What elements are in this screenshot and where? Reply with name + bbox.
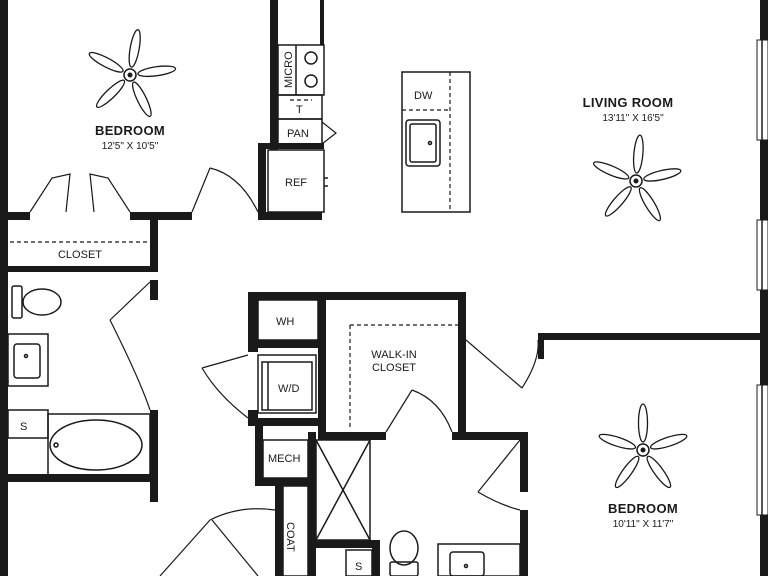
wd-label: W/D <box>278 383 299 395</box>
dw-label: DW <box>414 90 433 102</box>
bathtub <box>47 413 151 477</box>
water-heater <box>257 299 319 341</box>
walk-in-line1: WALK-IN <box>371 349 416 361</box>
pantry <box>277 118 323 146</box>
vanity <box>7 333 49 387</box>
mech-label: MECH <box>268 453 300 465</box>
t-label: T <box>296 104 303 116</box>
living-room: LIVING ROOM 13'11" X 16'5" <box>583 95 682 222</box>
walk-in-line2: CLOSET <box>372 362 416 374</box>
mech <box>262 439 309 479</box>
closet-label: CLOSET <box>58 249 102 261</box>
living-room-dims: 13'11" X 16'5" <box>602 113 664 124</box>
lower-center: COAT S <box>159 439 521 576</box>
toilet-icon <box>11 285 62 319</box>
walk-in-closet: WALK-IN CLOSET <box>349 324 458 433</box>
s-label-left: S <box>20 421 27 433</box>
bathroom-left: S <box>7 281 151 477</box>
shelf <box>7 409 49 439</box>
s-label-bottom: S <box>355 561 362 573</box>
ceiling-fan-icon <box>592 134 682 222</box>
windows <box>756 39 768 516</box>
ceiling-fan-icon <box>88 29 177 118</box>
shower <box>315 439 371 541</box>
bedroom-se-dims: 10'11" X 11'7" <box>613 519 674 530</box>
coat-closet <box>282 485 309 576</box>
kitchen-island <box>401 71 471 213</box>
pan-label: PAN <box>287 128 309 140</box>
sink <box>405 119 441 167</box>
utility: WH W/D MECH <box>201 299 319 479</box>
bedroom-nw-name: BEDROOM <box>95 123 165 138</box>
vanity-bottom <box>437 543 521 576</box>
coat-label: COAT <box>284 522 296 552</box>
bedroom-nw: BEDROOM 12'5" X 10'5" CLOSET <box>10 29 259 261</box>
bedroom-se-name: BEDROOM <box>608 501 678 516</box>
shelf-bottom <box>345 549 373 576</box>
refrigerator <box>267 149 325 213</box>
toilet-icon <box>389 530 419 576</box>
micro-label: MICRO <box>283 51 295 88</box>
ceiling-fan-icon <box>598 403 688 489</box>
wh-label: WH <box>276 316 294 328</box>
bedroom-se: BEDROOM 10'11" X 11'7" <box>465 339 688 530</box>
kitchen: MICRO T PAN REF DW <box>267 44 471 213</box>
washer-dryer <box>257 354 317 414</box>
living-room-name: LIVING ROOM <box>583 95 674 110</box>
ref-label: REF <box>285 177 307 189</box>
bedroom-nw-dims: 12'5" X 10'5" <box>102 141 159 152</box>
